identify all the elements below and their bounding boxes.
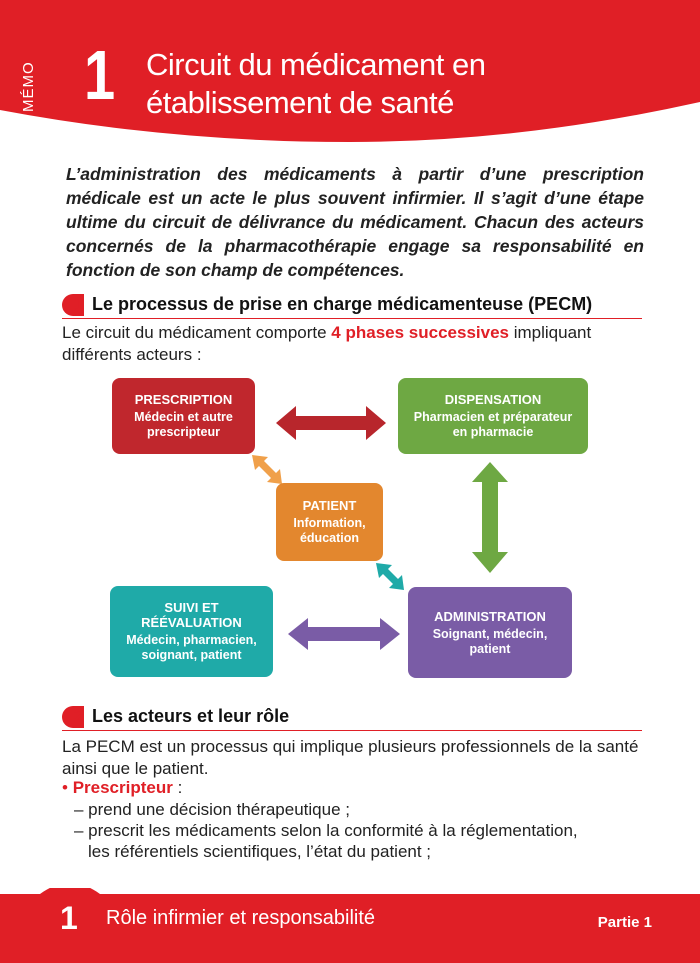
phase-actors: Médecin et autre prescripteur xyxy=(134,410,233,439)
arrow-prescription-dispensation xyxy=(276,406,386,440)
section-number: 2 xyxy=(74,706,85,726)
bullet-dot: • xyxy=(62,778,68,797)
memo-number: 1 xyxy=(84,36,116,114)
phase-title: ADMINISTRATION xyxy=(434,608,546,624)
list-item-continuation: les référentiels scientifiques, l’état d… xyxy=(88,842,432,861)
bullet-prescripteur: • Prescripteur : xyxy=(62,778,182,798)
phase-administration: ADMINISTRATION Soignant, médecin, patien… xyxy=(408,587,572,678)
arrow-patient-administration xyxy=(376,563,404,590)
list-item: – prescrit les médicaments selon la conf… xyxy=(74,821,578,840)
section-2-text: La PECM est un processus qui implique pl… xyxy=(62,737,639,778)
phase-prescription: PRESCRIPTION Médecin et autre prescripte… xyxy=(112,378,255,454)
section-1-text: Le circuit du médicament comporte 4 phas… xyxy=(62,322,652,366)
arrow-dispensation-administration xyxy=(472,462,508,573)
arrow-suivi-administration xyxy=(288,618,400,650)
phase-title: PATIENT xyxy=(302,498,357,513)
section-badge xyxy=(62,294,84,316)
phase-actors: Soignant, médecin, patient xyxy=(432,626,548,656)
phase-patient: PATIENT Information, éducation xyxy=(276,483,383,561)
footer-chapter-title: Rôle infirmier et responsabilité xyxy=(106,907,376,929)
section-number: 1 xyxy=(74,294,85,314)
footer-chapter-number: 1 xyxy=(60,900,78,936)
phase-title: SUIVI ET RÉÉVALUATION xyxy=(141,600,242,630)
phase-actors: Médecin, pharmacien, soignant, patient xyxy=(126,633,257,662)
section-title: Le processus de prise en charge médicame… xyxy=(92,294,593,314)
section-2-heading: 2 Les acteurs et leur rôle xyxy=(62,706,642,731)
bullet-suffix: : xyxy=(172,778,183,797)
footer-banner xyxy=(0,888,700,963)
phase-dispensation: DISPENSATION Pharmacien et préparateur e… xyxy=(398,378,588,454)
header-background xyxy=(0,0,700,142)
list-item: – prend une décision thérapeutique ; xyxy=(74,800,350,819)
bullet-label: Prescripteur xyxy=(72,778,173,797)
section-title: Les acteurs et leur rôle xyxy=(92,706,290,726)
footer-background xyxy=(0,888,700,963)
text-after: impliquant différents acteurs : xyxy=(62,323,592,364)
highlight-text: 4 phases successives xyxy=(331,323,509,342)
footer-part-label: Partie 1 xyxy=(597,914,652,931)
header-banner xyxy=(0,0,700,150)
phase-title: DISPENSATION xyxy=(444,392,542,407)
diagram-arrows xyxy=(252,406,508,650)
intro-paragraph: L’administration des médicaments à parti… xyxy=(66,164,644,280)
phase-suivi: SUIVI ET RÉÉVALUATION Médecin, pharmacie… xyxy=(110,586,273,677)
phase-title: PRESCRIPTION xyxy=(134,392,233,407)
phase-actors: Pharmacien et préparateur en pharmacie xyxy=(413,410,573,439)
phase-actors: Information, éducation xyxy=(293,516,366,545)
arrow-prescription-patient xyxy=(252,455,282,484)
section-1-heading: 1 Le processus de prise en charge médica… xyxy=(62,294,642,319)
text-before: Le circuit du médicament comporte xyxy=(62,323,332,342)
section-badge xyxy=(62,706,84,728)
page-title: Circuit du médicament en établissement d… xyxy=(146,47,486,120)
